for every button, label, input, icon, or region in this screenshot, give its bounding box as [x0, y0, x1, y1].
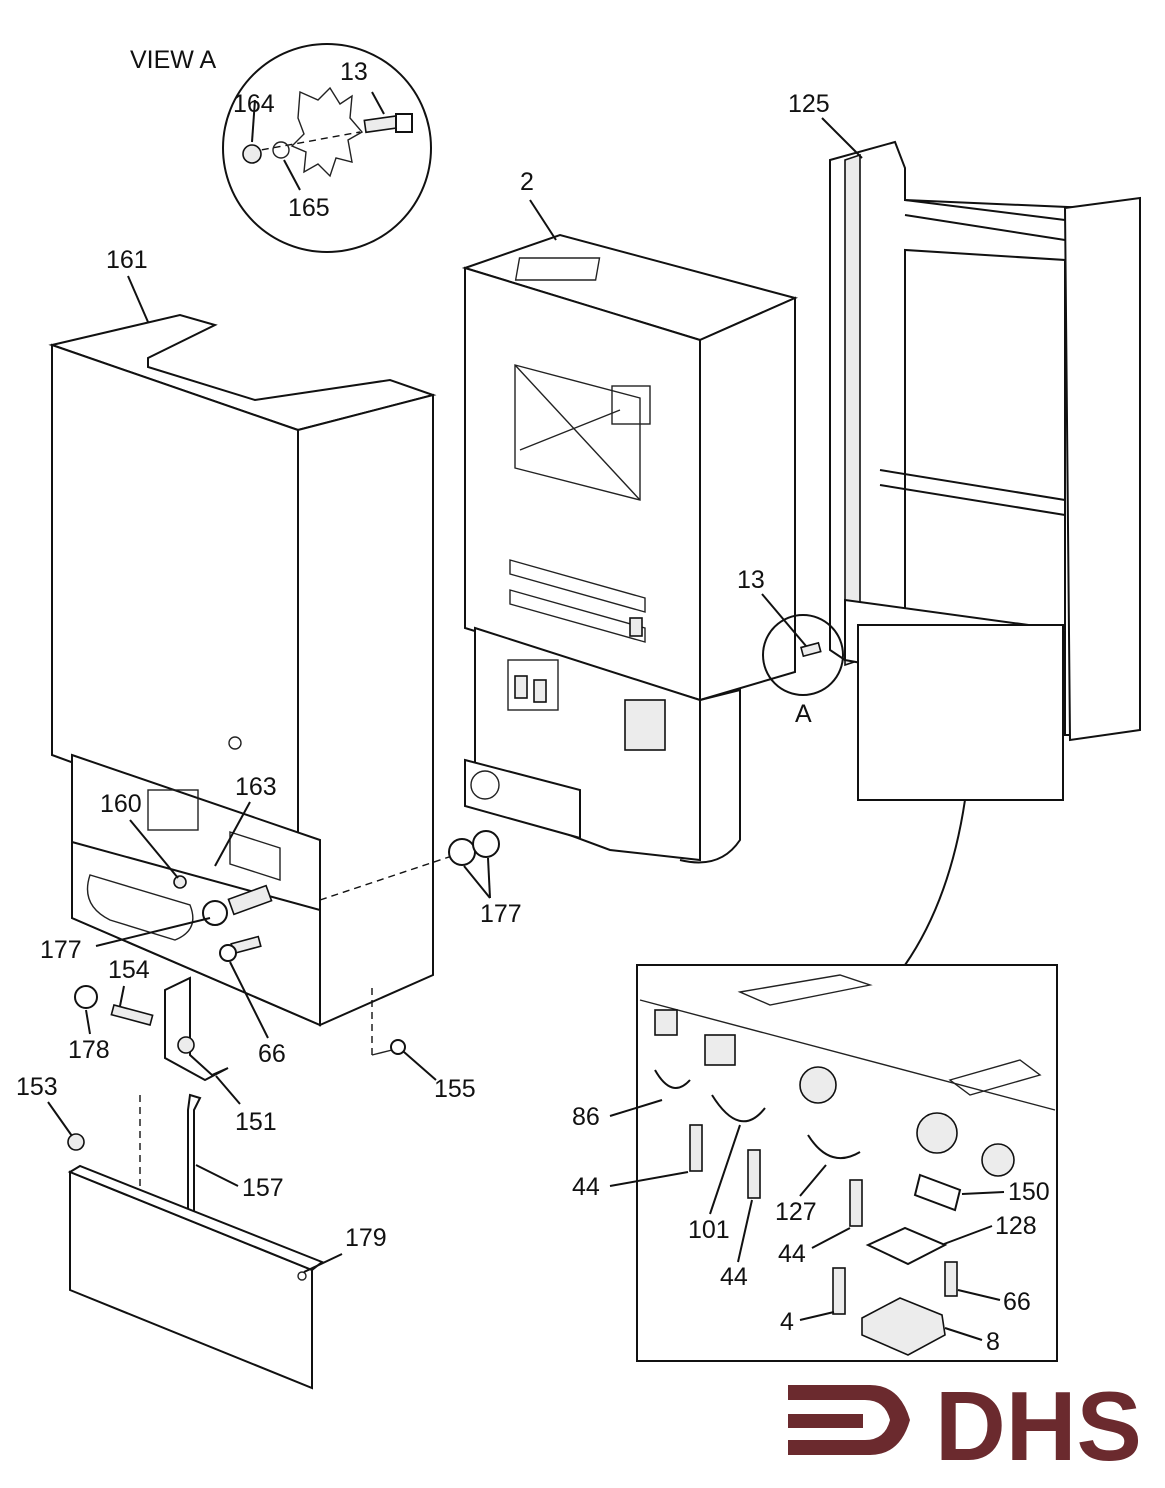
label-13: 13	[737, 566, 765, 594]
outer-casing	[48, 313, 437, 1027]
label-125: 125	[788, 90, 830, 118]
label-161: 161	[106, 246, 148, 274]
rod-157-part	[187, 1093, 202, 1217]
label-178: 178	[68, 1036, 110, 1064]
dhs-logo: DHS	[788, 1371, 1142, 1481]
label-66-detail: 66	[1003, 1288, 1031, 1316]
view-a-marker-circle	[762, 614, 844, 696]
washer-178-part	[74, 985, 98, 1009]
label-157: 157	[242, 1174, 284, 1202]
label-a: A	[795, 700, 812, 728]
appliance-body	[461, 233, 798, 864]
label-160: 160	[100, 790, 142, 818]
logo-text: DHS	[935, 1371, 1142, 1481]
washer-part	[272, 141, 290, 159]
grommet-part	[448, 838, 476, 866]
label-155: 155	[434, 1075, 476, 1103]
label-165: 165	[288, 194, 330, 222]
label-66-left: 66	[258, 1040, 286, 1068]
label-177-right: 177	[480, 900, 522, 928]
label-44-b: 44	[720, 1263, 748, 1291]
label-164: 164	[233, 90, 275, 118]
plug-153-part	[67, 1133, 85, 1151]
label-153: 153	[16, 1073, 58, 1101]
label-127: 127	[775, 1198, 817, 1226]
view-a-title: VIEW A	[130, 46, 216, 74]
label-177-left: 177	[40, 936, 82, 964]
label-151: 151	[235, 1108, 277, 1136]
label-154: 154	[108, 956, 150, 984]
view-a-inset	[222, 43, 432, 253]
label-179: 179	[345, 1224, 387, 1252]
detail-source-box	[857, 624, 1064, 801]
label-44-c: 44	[778, 1240, 806, 1268]
logo-arrow-shape	[788, 1385, 910, 1455]
detail-view	[636, 964, 1058, 1362]
label-86: 86	[572, 1103, 600, 1131]
bolt-163-part	[227, 884, 273, 916]
label-163: 163	[235, 773, 277, 801]
label-150: 150	[1008, 1178, 1050, 1206]
label-4: 4	[780, 1308, 794, 1336]
label-8: 8	[986, 1328, 1000, 1356]
label-128: 128	[995, 1212, 1037, 1240]
bracket-151-part	[164, 976, 229, 1082]
label-13-view: 13	[340, 58, 368, 86]
label-44-a: 44	[572, 1173, 600, 1201]
label-2: 2	[520, 168, 534, 196]
label-101: 101	[688, 1216, 730, 1244]
nut-part	[242, 144, 262, 164]
